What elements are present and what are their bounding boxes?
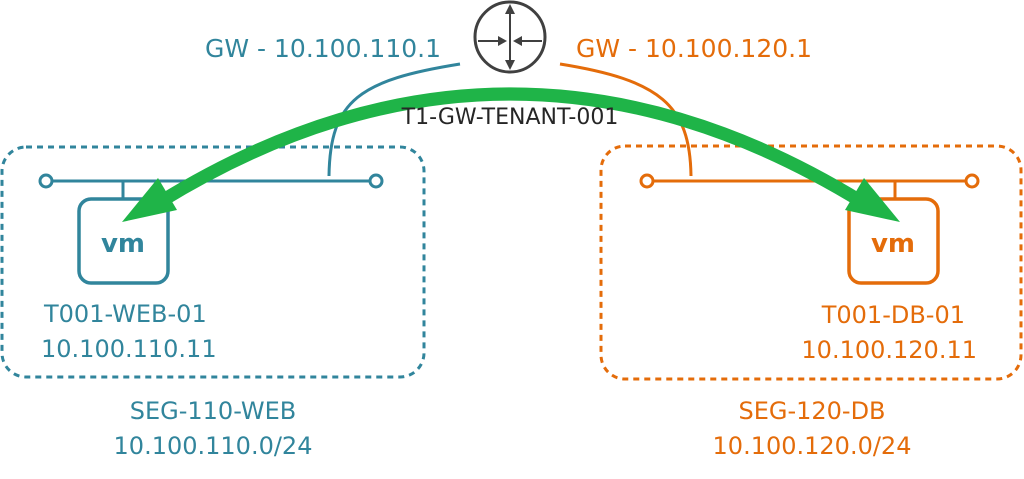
segment-name-web: SEG-110-WEB [130, 397, 297, 425]
vm-icon-web: vm [77, 197, 170, 285]
arrowhead-right [845, 178, 900, 222]
segment-endpoint-web-right [368, 173, 384, 189]
segment-subnet-db: 10.100.120.0/24 [713, 432, 912, 460]
segment-subnet-web: 10.100.110.0/24 [114, 432, 313, 460]
segment-box-web [0, 145, 426, 379]
traffic-arrow [122, 87, 900, 222]
segment-endpoint-db-left [639, 173, 655, 189]
vm-name-db: T001-DB-01 [821, 301, 965, 329]
segment-endpoint-db-right [964, 173, 980, 189]
gateway-label-web: GW - 10.100.110.1 [205, 34, 441, 63]
vm-icon-db-text: vm [871, 229, 915, 259]
vm-icon-web-text: vm [101, 229, 145, 259]
segment-line-db [639, 173, 980, 199]
vm-ip-web: 10.100.110.11 [41, 335, 217, 363]
segment-line-web [38, 173, 384, 199]
uplink-web [327, 62, 461, 177]
uplink-db [559, 62, 693, 177]
arrowhead-left [122, 178, 177, 222]
segment-name-db: SEG-120-DB [738, 397, 885, 425]
segment-box-db [599, 144, 1023, 381]
vm-name-web: T001-WEB-01 [43, 300, 207, 328]
vm-ip-db: 10.100.120.11 [801, 336, 977, 364]
router-label: T1-GW-TENANT-001 [401, 105, 619, 130]
vm-icon-db: vm [847, 197, 940, 285]
segment-endpoint-web-left [38, 173, 54, 189]
gateway-label-db: GW - 10.100.120.1 [576, 34, 812, 63]
router-icon [473, 0, 547, 74]
